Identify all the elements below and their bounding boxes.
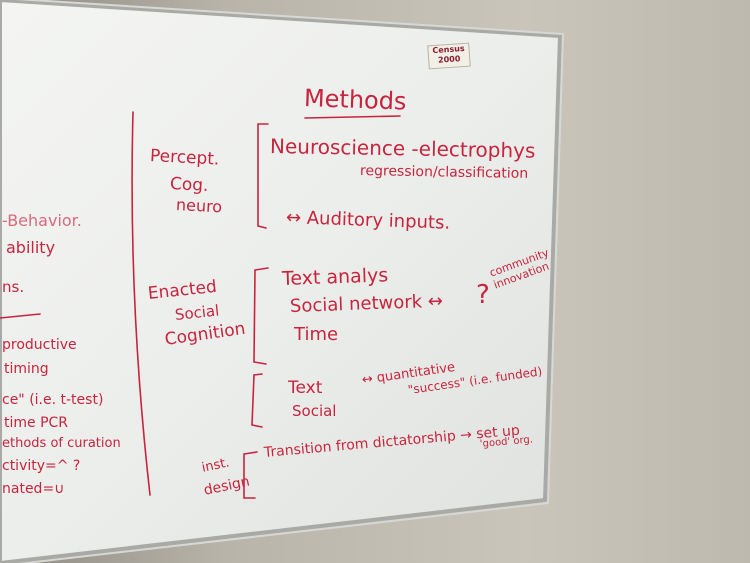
- label-percept: Percept.: [149, 146, 220, 170]
- label-neuro: neuro: [175, 195, 223, 217]
- bracket-enacted: [253, 267, 269, 365]
- item-text-analys: Text analys: [281, 264, 389, 290]
- item-text: Text: [288, 378, 323, 398]
- fragment-timing: timing: [4, 361, 49, 377]
- fragment-pcr: time PCR: [4, 415, 69, 431]
- item-neuroscience: Neuroscience -electrophys: [269, 134, 536, 163]
- fragment-productive: productive: [2, 337, 77, 353]
- label-cog: Cog.: [169, 174, 209, 197]
- board-frame: [0, 0, 563, 563]
- fragment-activity: ctivity=^ ?: [2, 458, 81, 474]
- label-social: Social: [174, 301, 221, 324]
- title-methods: Methods: [303, 84, 407, 116]
- fragment-ns: ns.: [2, 278, 25, 296]
- left-fragment-rule: [0, 313, 41, 319]
- bracket-text-social: [251, 373, 263, 428]
- item-question: ?: [476, 280, 490, 310]
- bracket-inst-design: [243, 451, 258, 499]
- item-social: Social: [292, 402, 337, 420]
- fragment-nated: nated=∪: [2, 481, 65, 497]
- item-time: Time: [294, 324, 339, 345]
- item-regression: regression/classification: [359, 163, 529, 182]
- fragment-behavior: -Behavior.: [2, 211, 82, 230]
- census-sticker: Census 2000: [427, 42, 471, 70]
- fragment-curation: ethods of curation: [2, 436, 121, 451]
- left-divider-line: [131, 111, 151, 496]
- board-surface: [0, 0, 560, 563]
- fragment-ability: ability: [6, 238, 56, 257]
- bracket-percept: [257, 123, 269, 229]
- fragment-t-test: ce" (i.e. t-test): [2, 392, 104, 408]
- title-underline: [304, 115, 401, 119]
